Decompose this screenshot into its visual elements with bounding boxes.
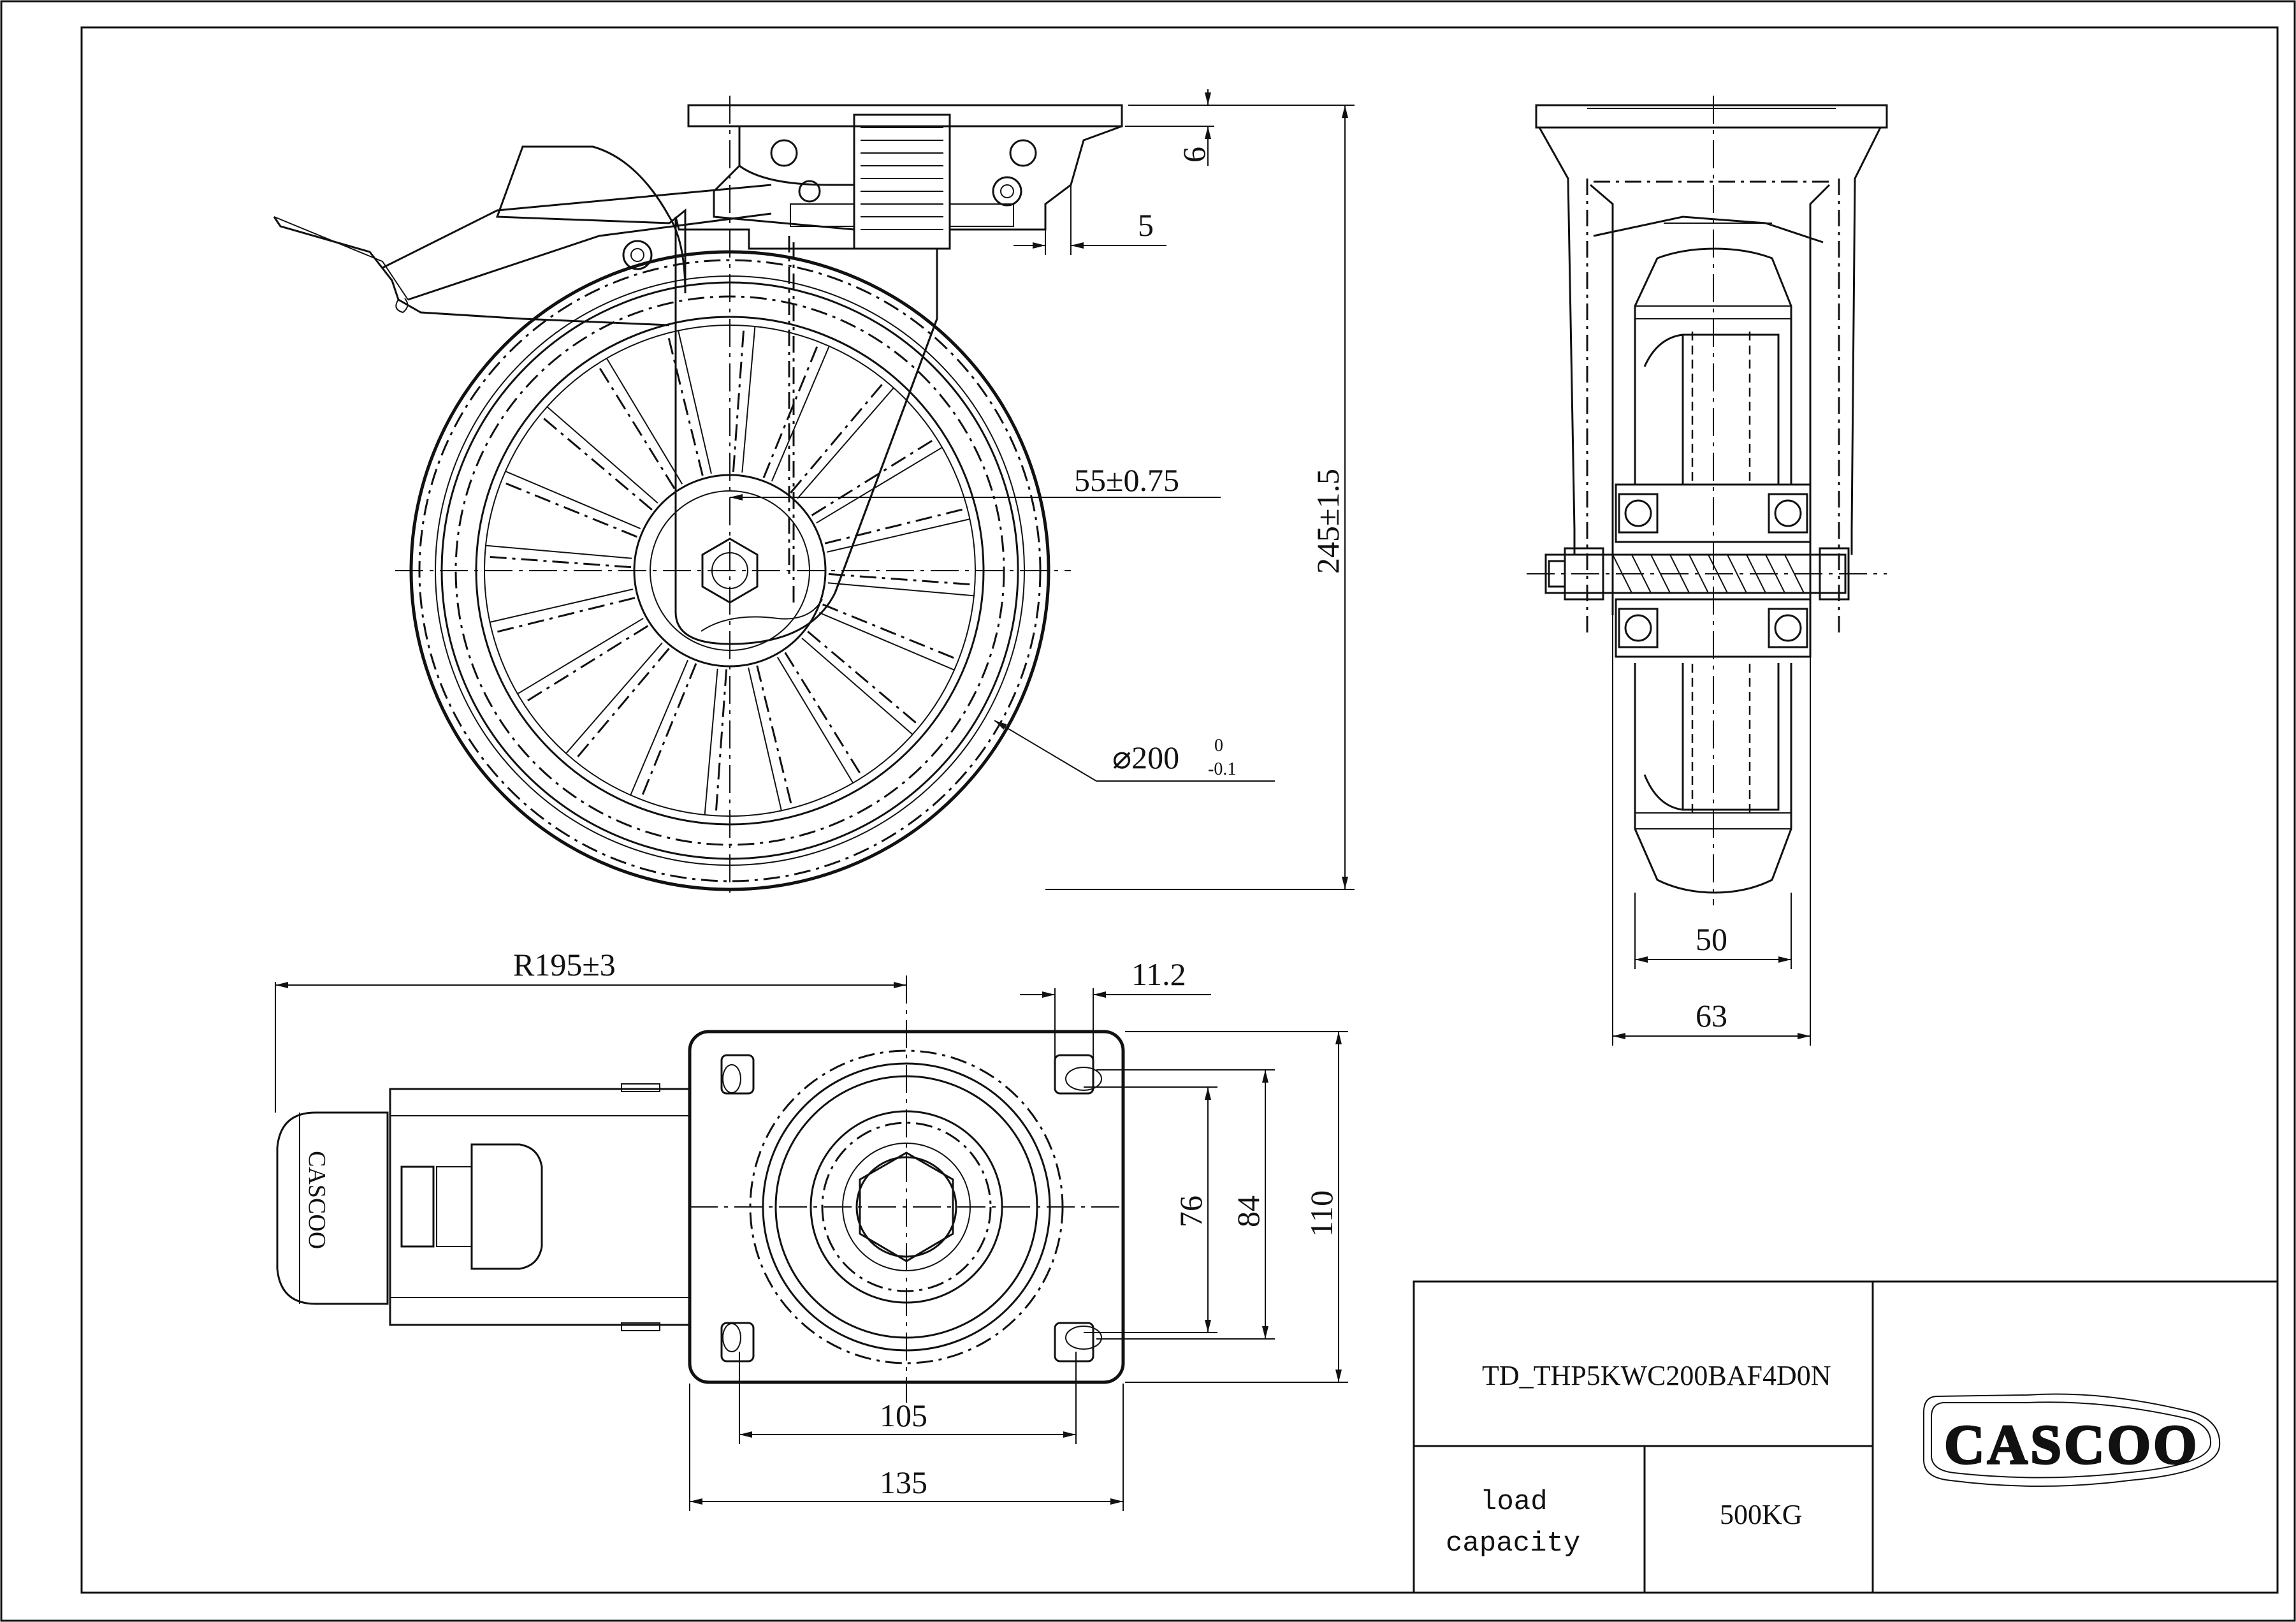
wheel-spoke-line bbox=[797, 387, 894, 499]
wheel-spoke-line bbox=[490, 588, 634, 623]
part-number: TD_THP5KWC200BAF4D0N bbox=[1482, 1360, 1831, 1391]
wheel-spoke-line bbox=[606, 358, 683, 485]
wheel-spoke-line bbox=[704, 668, 718, 815]
front-view-dimensions bbox=[730, 89, 1355, 890]
wheel-spoke-line bbox=[827, 582, 975, 597]
dim-200-tol-upper: 0 bbox=[1214, 736, 1223, 756]
inner-border bbox=[80, 26, 2279, 1594]
wheel-spoke-line bbox=[539, 414, 653, 511]
wheel-spoke-line bbox=[816, 446, 943, 524]
side-view-dimensions bbox=[1612, 615, 1811, 1046]
wheel-spoke-line bbox=[762, 341, 820, 478]
wheel-spoke-line bbox=[784, 652, 864, 778]
wheel-spoke-line bbox=[546, 406, 658, 504]
dim-50: 50 bbox=[1696, 921, 1727, 957]
cascoo-logo: CASCOO bbox=[1923, 1393, 2221, 1487]
wheel-spoke-line bbox=[818, 611, 955, 671]
wheel-spoke-line bbox=[828, 573, 975, 586]
wheel-spoke-line bbox=[517, 617, 644, 695]
wheel-spoke-line bbox=[630, 659, 689, 796]
dim-105: 105 bbox=[880, 1398, 927, 1433]
wheel-spoke-line bbox=[715, 669, 728, 816]
wheel-spoke-line bbox=[505, 471, 641, 530]
wheel-spoke-line bbox=[492, 597, 636, 634]
wheel-spoke-line bbox=[732, 325, 745, 472]
dim-245: 245±1.5 bbox=[1310, 469, 1346, 574]
dim-11-2: 11.2 bbox=[1131, 956, 1186, 992]
dim-76: 76 bbox=[1173, 1195, 1209, 1227]
wheel-spoke-line bbox=[790, 380, 886, 493]
wheel-spoke-line bbox=[776, 657, 854, 784]
side-view bbox=[1527, 96, 1888, 905]
svg-text:CASCOO: CASCOO bbox=[303, 1151, 330, 1249]
wheel-spoke-line bbox=[639, 663, 697, 800]
load-capacity-label-line1: load bbox=[1480, 1486, 1548, 1518]
dim-55: 55±0.75 bbox=[1074, 462, 1179, 498]
top-view-dimensions bbox=[275, 982, 1348, 1511]
wheel-spoke-line bbox=[824, 507, 968, 544]
wheel-spoke-line bbox=[500, 480, 637, 538]
wheel-spoke-line bbox=[756, 665, 794, 808]
dim-200: ⌀200 bbox=[1112, 740, 1179, 775]
dim-135: 135 bbox=[880, 1465, 927, 1500]
load-capacity-label-line2: capacity bbox=[1446, 1528, 1580, 1560]
front-view-dimension-labels: 6 5 55±0.75 245±1.5 ⌀200 0 -0.1 bbox=[1074, 147, 1346, 779]
brake-logo: CASCOO bbox=[303, 1151, 330, 1249]
wheel-spoke-line bbox=[826, 518, 970, 553]
wheel-spoke-line bbox=[678, 330, 712, 474]
dim-r195: R195±3 bbox=[513, 947, 616, 983]
wheel-spokes bbox=[484, 325, 975, 816]
front-view-wheel bbox=[395, 96, 1071, 893]
wheel-spoke-line bbox=[596, 363, 676, 490]
wheel-spoke-line bbox=[801, 638, 913, 735]
dim-6: 6 bbox=[1176, 147, 1212, 163]
wheel-spoke-line bbox=[807, 631, 920, 727]
load-capacity-value: 500KG bbox=[1720, 1499, 1803, 1530]
dim-200-tol-lower: -0.1 bbox=[1208, 759, 1236, 779]
wheel-spoke-line bbox=[484, 555, 632, 569]
wheel-spoke-line bbox=[748, 667, 782, 811]
top-view: CASCOO bbox=[276, 975, 1125, 1403]
wheel-spoke-line bbox=[523, 625, 649, 705]
wheel-spoke-line bbox=[811, 437, 937, 516]
wheel-spoke-line bbox=[485, 544, 632, 559]
wheel-spoke-line bbox=[565, 642, 663, 754]
wheel-spoke-line bbox=[574, 648, 670, 761]
dim-84: 84 bbox=[1230, 1195, 1266, 1227]
dim-5: 5 bbox=[1138, 207, 1154, 243]
wheel-spoke-line bbox=[822, 603, 959, 661]
dim-63: 63 bbox=[1696, 998, 1727, 1034]
wheel-spoke-line bbox=[741, 326, 756, 473]
title-block bbox=[1413, 1280, 2279, 1594]
front-view-fork bbox=[273, 104, 1123, 645]
dim-110: 110 bbox=[1304, 1190, 1339, 1237]
top-view-dimension-labels: R195±3 11.2 76 84 110 105 135 bbox=[513, 947, 1339, 1500]
svg-text:CASCOO: CASCOO bbox=[1944, 1414, 2200, 1476]
wheel-spoke-line bbox=[771, 346, 830, 482]
wheel-spoke-line bbox=[666, 333, 704, 476]
